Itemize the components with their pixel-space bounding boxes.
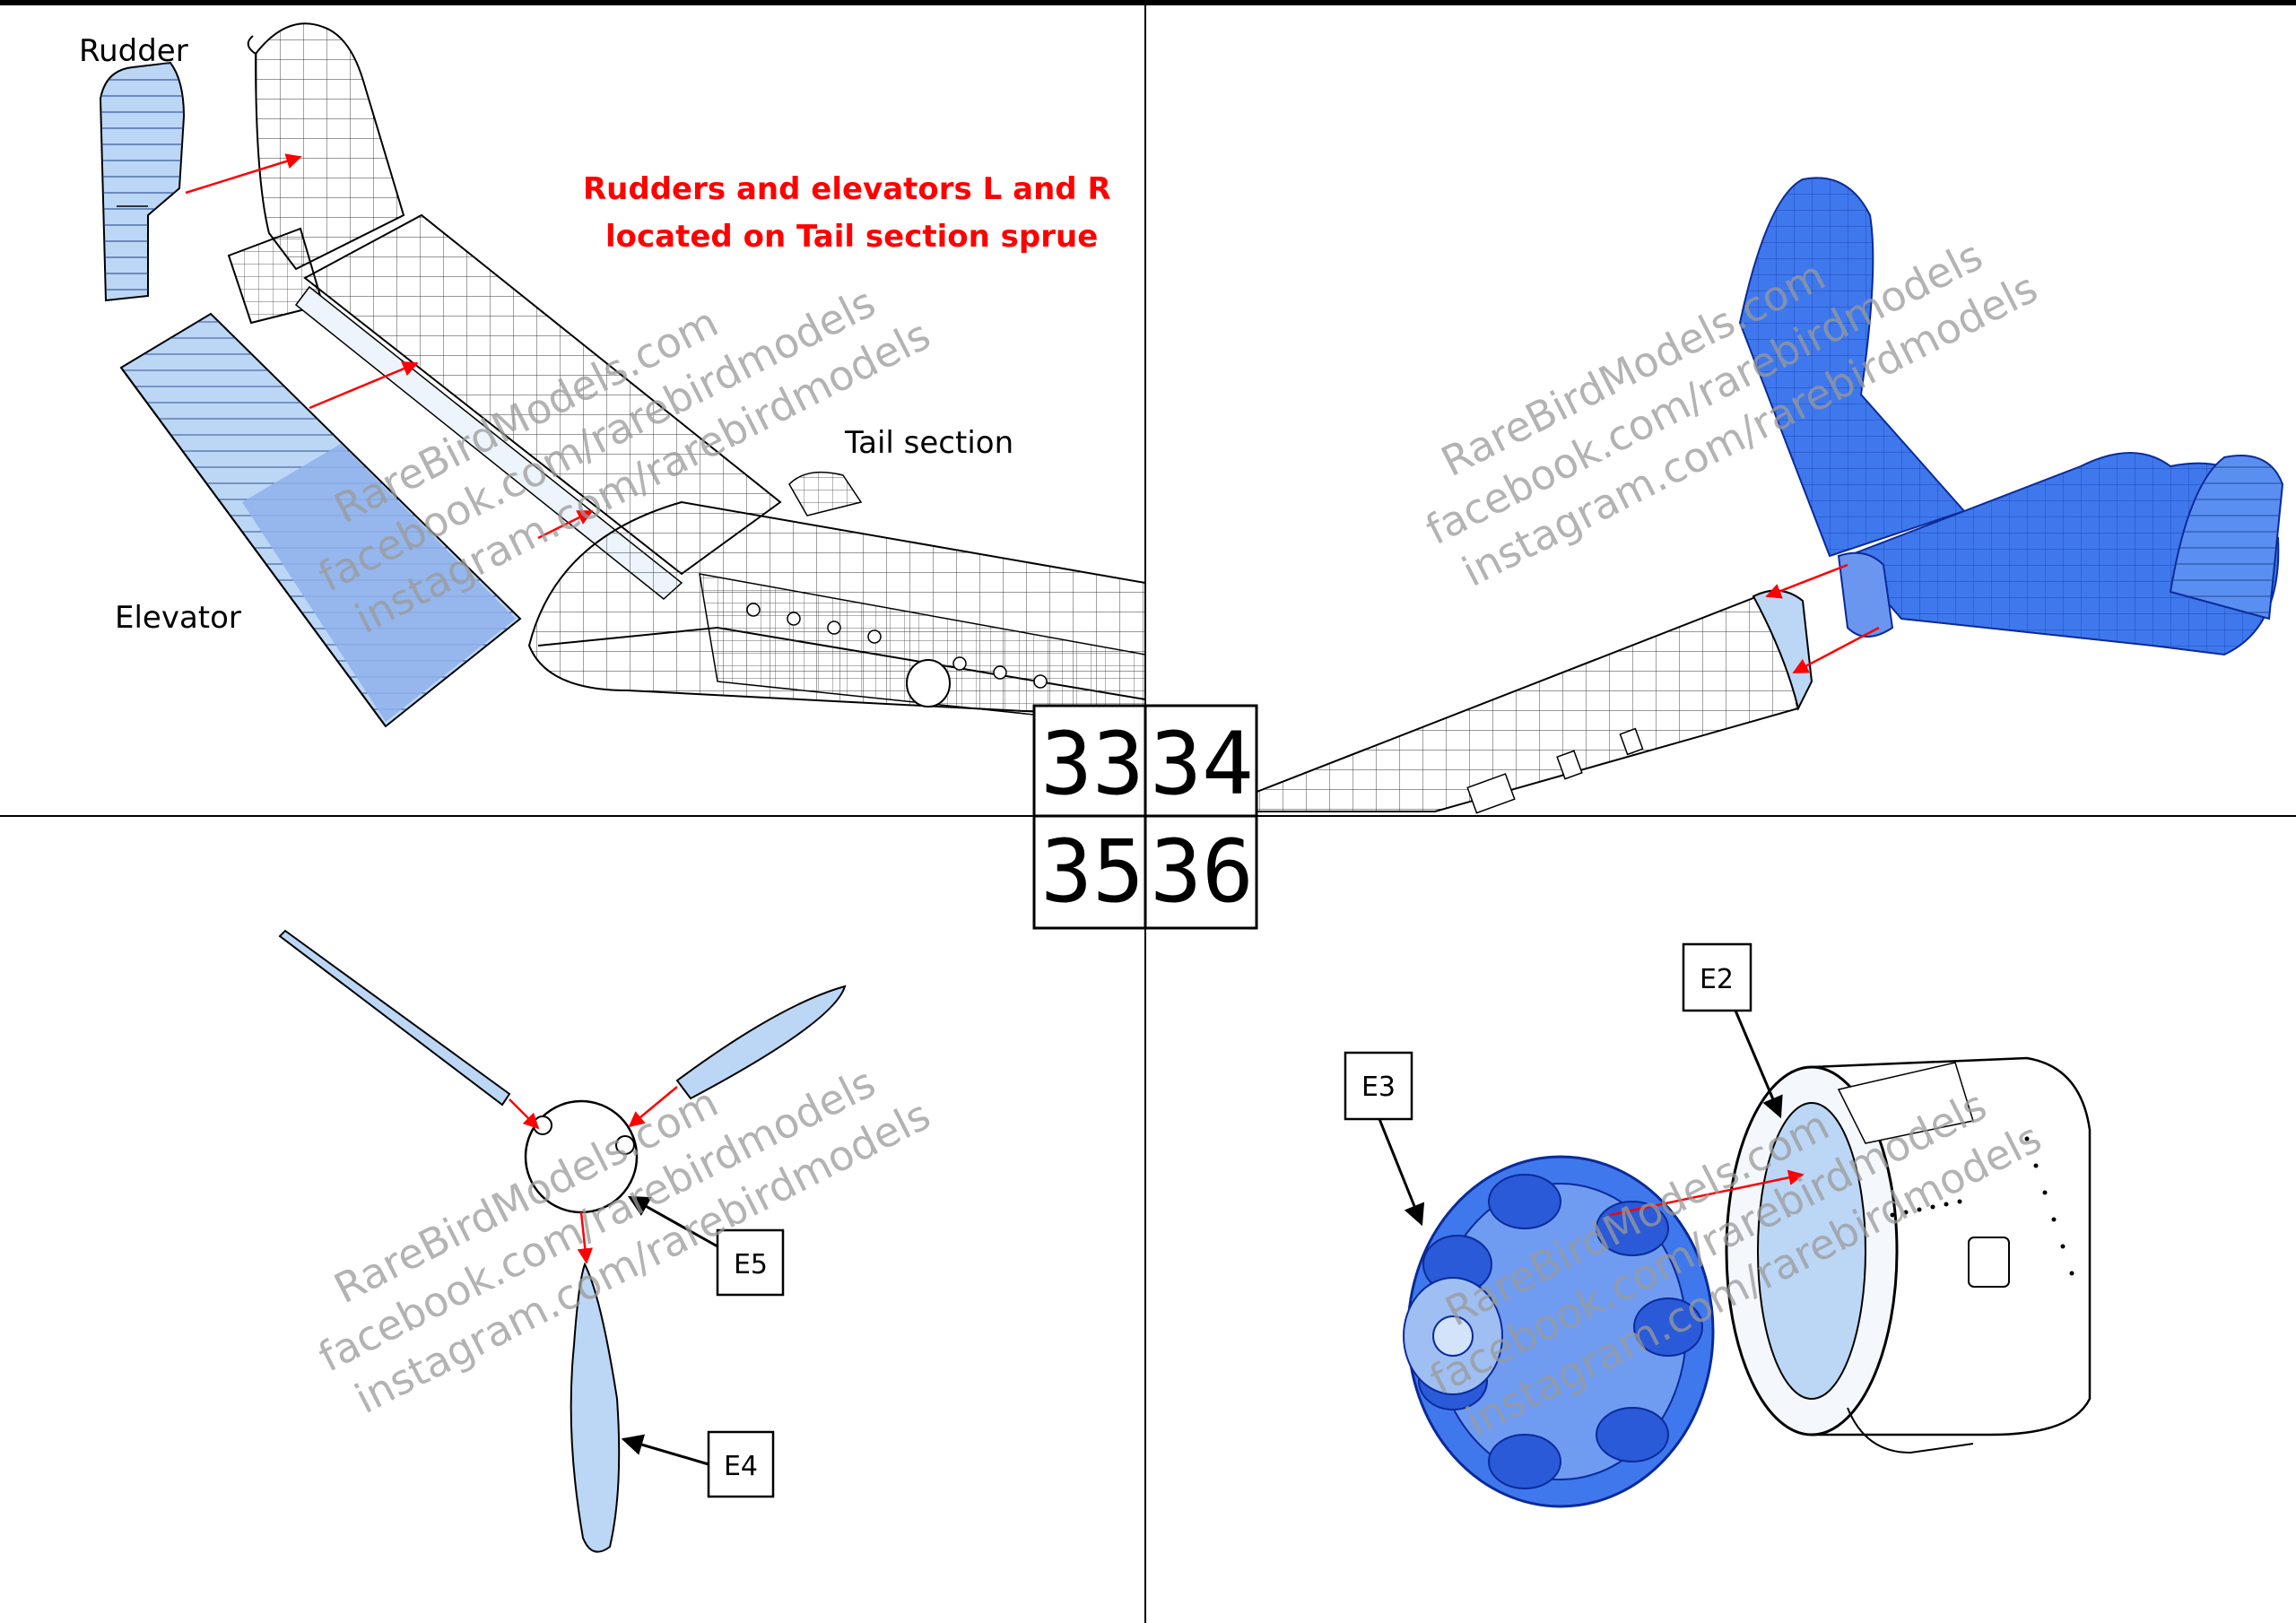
- callout-e2: E2: [1682, 942, 1752, 1012]
- fuselage-portholes: [746, 603, 1048, 689]
- assembly-arrows-34: [1765, 563, 1880, 674]
- panel-step-36: E3 E2: [1344, 942, 2092, 1508]
- step-number-34: 34: [1150, 714, 1254, 814]
- elevator-part: [119, 312, 522, 728]
- sprue-note-line2: located on Tail section sprue: [605, 219, 1098, 255]
- callout-e5: E5: [716, 1228, 785, 1297]
- svg-text:E2: E2: [1700, 964, 1734, 995]
- step-number-35: 35: [1040, 821, 1144, 922]
- svg-text:E5: E5: [734, 1249, 768, 1280]
- callout-leaders-36: [1378, 1010, 1783, 1227]
- svg-text:E4: E4: [724, 1451, 758, 1482]
- radial-engine-part: [1403, 1155, 1715, 1508]
- step-number-33: 33: [1040, 714, 1144, 814]
- svg-text:E3: E3: [1361, 1072, 1396, 1103]
- rudder-part: [99, 61, 186, 302]
- assembly-arrows-33: [185, 153, 594, 540]
- engine-cowling-part: [1725, 1056, 2092, 1454]
- propeller-drawing: [278, 929, 847, 1553]
- fuselage-drawing: [1205, 589, 1813, 814]
- tail-section-label: Tail section: [844, 425, 1013, 461]
- panel-step-33: Rudder Elevator Tail section Rudders and…: [79, 22, 1146, 728]
- rudder-label: Rudder: [79, 33, 188, 69]
- assembly-arrows-36: [1609, 1169, 1805, 1217]
- panel-step-34: [1205, 177, 2284, 814]
- callout-leaders-35: [621, 1195, 718, 1466]
- elevator-label: Elevator: [115, 600, 241, 636]
- sprue-note-line1: Rudders and elevators L and R: [583, 171, 1111, 207]
- assembly-arrows-35: [509, 1086, 678, 1264]
- callout-e4: E4: [707, 1430, 775, 1498]
- panel-step-35: E5 E4: [278, 929, 847, 1553]
- step-number-36: 36: [1150, 821, 1254, 922]
- callout-e3: E3: [1344, 1051, 1413, 1121]
- step-number-grid: 33 34 35 36: [1032, 704, 1258, 930]
- tail-section-part-highlighted: [1738, 177, 2284, 656]
